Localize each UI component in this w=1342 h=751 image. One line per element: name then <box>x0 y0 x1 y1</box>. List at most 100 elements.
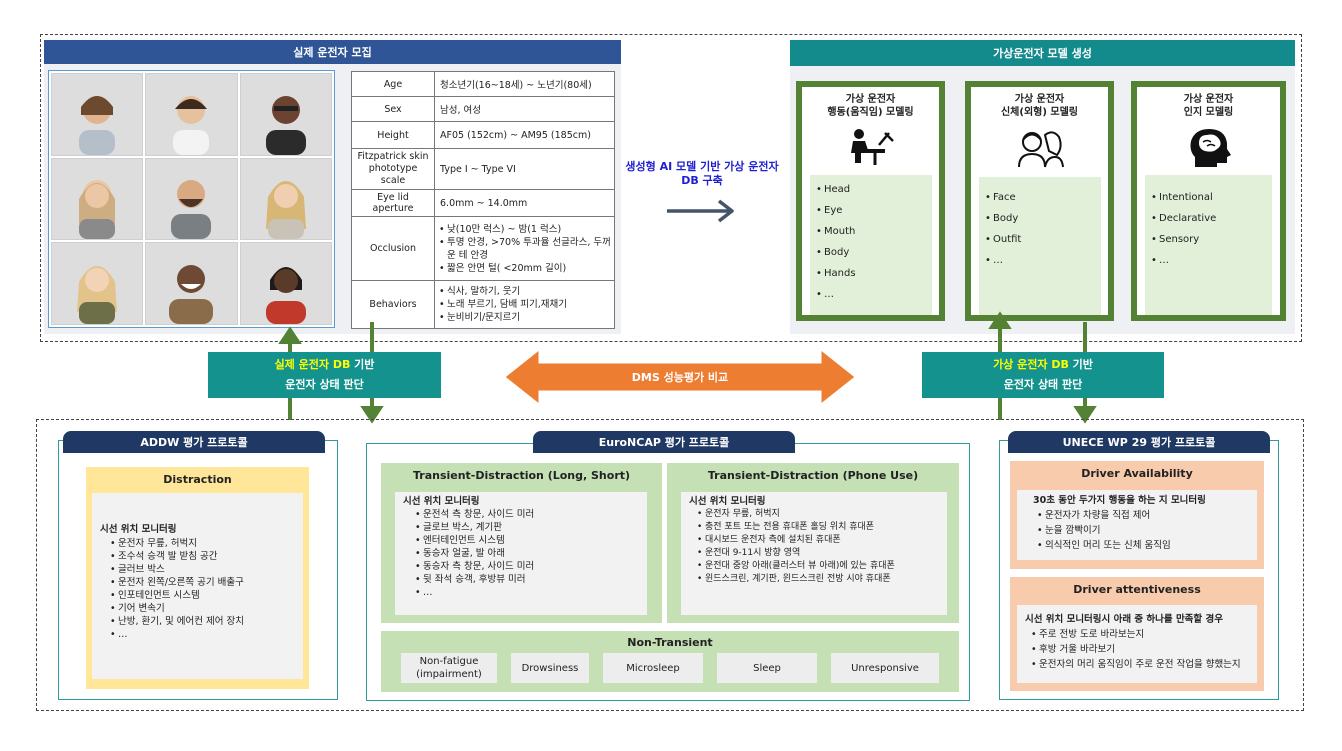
appearance-model-card: 가상 운전자 신체(외형) 모델링 Face Body Outfit … <box>965 81 1114 321</box>
model-title-line2: 인지 모델링 <box>1183 107 1234 118</box>
list-item: Eye <box>816 200 932 221</box>
two-faces-icon <box>1017 131 1064 168</box>
list-item: … <box>816 284 932 305</box>
list-item: 눈비비기/문지르기 <box>439 311 612 324</box>
table-row: Behaviors식사, 말하기, 웃기노래 부르기, 담배 피기,재채기눈비비… <box>351 280 615 329</box>
ai-db-label-line2: DB 구축 <box>681 174 723 187</box>
addw-title: ADDW 평가 프로토콜 <box>63 431 325 453</box>
non-transient-box: Non-Transient Non-fatigue (impairment) D… <box>381 631 959 692</box>
list-item: 운전자 무릎, 허벅지 <box>697 508 947 521</box>
attr-key: Height <box>351 121 435 149</box>
driver-photo-grid <box>48 70 335 328</box>
driver-photo <box>145 157 238 241</box>
attentiveness-title: Driver attentiveness <box>1073 583 1201 596</box>
list-item: 동승자 얼굴, 발 아래 <box>415 547 647 560</box>
list-item: 식사, 말하기, 웃기 <box>439 285 612 298</box>
list-item: 난방, 환기, 및 에어컨 제어 장치 <box>110 615 303 628</box>
list-item: Face <box>985 187 1101 208</box>
real-driver-title: 실제 운전자 모집 <box>44 40 621 64</box>
head-brain-icon <box>1190 129 1231 167</box>
list-item: Mouth <box>816 221 932 242</box>
virtual-db-rest: 기반 <box>1068 358 1093 371</box>
nt-label: Non-fatigue (impairment) <box>416 656 482 680</box>
person-at-desk-icon <box>850 129 894 165</box>
microsleep-item: Microsleep <box>603 653 703 683</box>
driver-photo <box>239 73 332 156</box>
real-db-rest: 기반 <box>350 358 375 371</box>
model-item-list: Face Body Outfit … <box>979 177 1101 315</box>
real-db-judge-box: 실제 운전자 DB 기반 운전자 상태 판단 <box>208 352 441 398</box>
model-title-line1: 가상 운전자 <box>1183 94 1234 105</box>
list-item: 운전석 측 창문, 사이드 미러 <box>415 508 647 521</box>
list-item: 주로 전방 도로 바라보는지 <box>1031 627 1257 642</box>
list-item: 의식적인 머리 또는 신체 움직임 <box>1037 538 1257 553</box>
availability-title: Driver Availability <box>1081 467 1193 480</box>
list-item: 투명 안경, >70% 투과율 선글라스, 두꺼운 테 안경 <box>439 236 612 262</box>
list-item: Outfit <box>985 229 1101 250</box>
list-item: 운전자가 차량을 직접 제어 <box>1037 508 1257 523</box>
transient-long-short-list: 시선 위치 모니터링 운전석 측 창문, 사이드 미러 글로브 박스, 계기판 … <box>395 492 647 615</box>
nt-label: Microsleep <box>626 662 680 674</box>
model-item-list: Head Eye Mouth Body Hands … <box>810 175 932 315</box>
addw-section: ADDW 평가 프로토콜 Distraction 시선 위치 모니터링 운전자 … <box>58 431 338 700</box>
list-item: 운전자 무릎, 허벅지 <box>110 537 303 550</box>
gaze-monitoring-heading: 시선 위치 모니터링 <box>100 524 177 535</box>
list-item: 노래 부르기, 담배 피기,재채기 <box>439 298 612 311</box>
transient-phone-use-list: 시선 위치 모니터링 운전자 무릎, 허벅지 충전 포트 또는 전용 휴대폰 홀… <box>681 492 947 615</box>
model-title-line2: 행동(움직임) 모델링 <box>827 107 914 118</box>
attentiveness-list: 시선 위치 모니터링시 아래 중 하나를 만족할 경우 주로 전방 도로 바라보… <box>1017 605 1257 683</box>
list-item: 엔터테인먼트 시스템 <box>415 534 647 547</box>
nt-label: Drowsiness <box>521 662 579 674</box>
list-item: 대시보드 운전자 측에 설치된 휴대폰 <box>697 534 947 547</box>
bottom-frame <box>36 419 1304 711</box>
list-item: 뒷 좌석 승객, 후방뷰 미러 <box>415 573 647 586</box>
real-db-line2: 운전자 상태 판단 <box>285 378 364 391</box>
list-item: … <box>985 250 1101 271</box>
list-item: 짧은 안면 털( <20mm 길이) <box>439 262 612 275</box>
list-item: Sensory <box>1151 229 1272 250</box>
list-item: 글러브 박스 <box>110 563 303 576</box>
euroncap-section: EuroNCAP 평가 프로토콜 Transient-Distraction (… <box>366 431 970 701</box>
nt-label: Unresponsive <box>851 662 919 674</box>
attentiveness-heading: 시선 위치 모니터링시 아래 중 하나를 만족할 경우 <box>1025 614 1223 625</box>
distraction-list-panel: 시선 위치 모니터링 운전자 무릎, 허벅지 조수석 승객 발 받침 공간 글러… <box>92 493 303 679</box>
list-item: … <box>415 586 647 599</box>
list-item: … <box>1151 250 1272 271</box>
right-arrow-icon <box>667 199 734 223</box>
list-item: 운전자 왼쪽/오른쪽 공기 배출구 <box>110 576 303 589</box>
attr-key: Eye lid aperture <box>351 189 435 217</box>
list-item: 인포테인먼트 시스템 <box>110 589 303 602</box>
list-item: 운전자의 머리 움직임이 주로 운전 작업을 향했는지 <box>1031 657 1257 672</box>
list-item: 조수석 승객 발 받침 공간 <box>110 550 303 563</box>
model-title-line2: 신체(외형) 모델링 <box>1000 107 1079 118</box>
availability-heading: 30초 동안 두가지 행동을 하는 지 모니터링 <box>1033 495 1206 506</box>
driver-attentiveness-box: Driver attentiveness 시선 위치 모니터링시 아래 중 하나… <box>1010 577 1264 691</box>
driver-availability-box: Driver Availability 30초 동안 두가지 행동을 하는 지 … <box>1010 461 1264 569</box>
transient-phone-use-title: Transient-Distraction (Phone Use) <box>707 469 919 482</box>
behavior-model-card: 가상 운전자 행동(움직임) 모델링 Head Eye Mouth Body H… <box>796 81 945 321</box>
driver-photo <box>145 242 238 325</box>
driver-photo <box>51 157 144 241</box>
unece-section: UNECE WP 29 평가 프로토콜 Driver Availability … <box>999 431 1279 700</box>
model-item-list: Intentional Declarative Sensory … <box>1145 175 1272 315</box>
list-item: 동승자 측 창문, 사이드 미러 <box>415 560 647 573</box>
transient-long-short-box: Transient-Distraction (Long, Short) 시선 위… <box>381 463 662 623</box>
list-item: 낮(10만 럭스) ~ 밤(1 럭스) <box>439 223 612 236</box>
list-item: Declarative <box>1151 208 1272 229</box>
distraction-box: Distraction 시선 위치 모니터링 운전자 무릎, 허벅지 조수석 승… <box>86 467 309 689</box>
driver-photo <box>239 157 332 241</box>
table-row: Occlusion 낮(10만 럭스) ~ 밤(1 럭스)투명 안경, >70% … <box>351 216 615 281</box>
list-item: 윈드스크린, 계기판, 윈드스크린 전방 시야 휴대폰 <box>697 573 947 586</box>
attr-key: Occlusion <box>351 216 435 281</box>
attr-value: 6.0mm ~ 14.0mm <box>434 189 615 217</box>
top-frame <box>40 34 1302 342</box>
real-db-highlight: 실제 운전자 DB <box>274 358 351 371</box>
virtual-db-judge-box: 가상 운전자 DB 기반 운전자 상태 판단 <box>922 352 1164 398</box>
model-title-line1: 가상 운전자 <box>845 94 896 105</box>
list-item: 충전 포트 또는 전용 휴대폰 홀딩 위치 휴대폰 <box>697 521 947 534</box>
attr-value: 식사, 말하기, 웃기노래 부르기, 담배 피기,재채기눈비비기/문지르기 <box>434 280 615 329</box>
